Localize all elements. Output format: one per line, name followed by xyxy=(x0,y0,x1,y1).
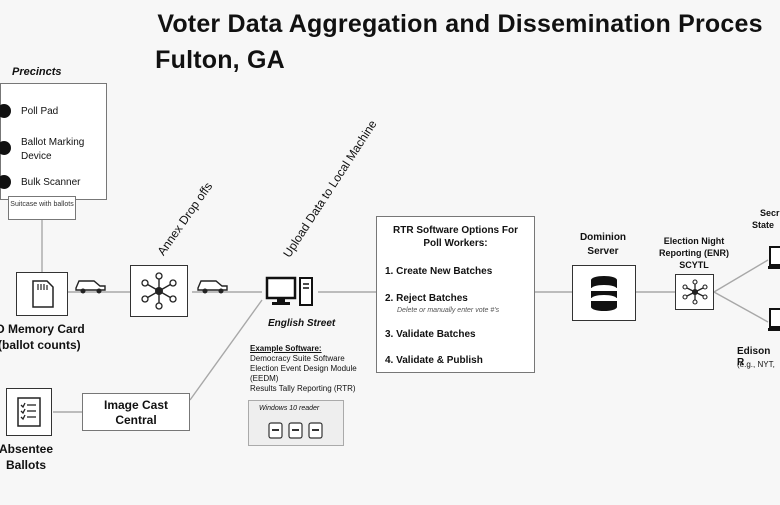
english-street-label: English Street xyxy=(268,318,336,329)
image-cast-line2: Central xyxy=(115,413,157,427)
edison-label-1: Edison R xyxy=(737,346,771,368)
software-heading: Example Software: xyxy=(250,344,322,353)
edison-label-2: (e.g., NYT, xyxy=(737,360,775,369)
car-icon-1 xyxy=(75,280,106,294)
rtr-option-reject: 2. Reject Batches xyxy=(385,293,468,304)
enr-label-3: SCYTL xyxy=(679,260,709,270)
enr-label-2: Reporting (ENR) xyxy=(659,248,729,258)
dominion-label-1: Dominion xyxy=(579,232,627,243)
bulk-scanner-icon xyxy=(0,175,11,189)
rtr-option-create: 1. Create New Batches xyxy=(385,266,493,277)
rtr-heading-2: Poll Workers: xyxy=(423,238,488,249)
rtr-heading-1: RTR Software Options For xyxy=(393,225,518,236)
precinct-item-ballot-marking: Ballot Marking Device xyxy=(21,137,85,162)
precincts-heading: Precincts xyxy=(12,66,62,78)
precinct-item-bulk-scanner: Bulk Scanner xyxy=(21,177,81,188)
ballot-marking-device-icon xyxy=(0,141,11,155)
usb-drive-icons xyxy=(268,422,323,439)
edison-laptop-icon xyxy=(768,308,780,331)
windows-reader-label: Windows 10 reader xyxy=(259,405,320,412)
database-icon xyxy=(591,276,617,311)
dominion-server-box xyxy=(572,265,636,321)
annex-hub-box xyxy=(130,265,188,317)
windows-reader-box: Windows 10 reader xyxy=(248,400,344,446)
secretary-label-2: State xyxy=(752,220,775,230)
memory-card-box xyxy=(16,272,68,316)
enr-hub-box xyxy=(675,274,714,310)
diagram-title-line1: Voter Data Aggregation and Dissemination… xyxy=(157,10,763,38)
rtr-options-box: RTR Software Options For Poll Workers: 1… xyxy=(376,216,535,373)
ballot-document-icon xyxy=(17,397,41,427)
secretary-label-1: Secr xyxy=(760,208,780,218)
network-hub-icon xyxy=(141,272,177,310)
precincts-box: Poll Pad Ballot Marking Device Bulk Scan… xyxy=(0,83,107,200)
suitcase-label: Suitcase with ballots xyxy=(10,201,74,208)
dominion-label-2: Server xyxy=(587,246,619,257)
software-item-3: (EEDM) xyxy=(250,374,279,383)
enr-network-icon xyxy=(681,279,708,305)
absentee-label-2: Ballots xyxy=(6,458,47,472)
enr-label-1: Election Night xyxy=(663,236,725,246)
memory-card-label-2: (ballot counts) xyxy=(0,338,81,352)
poll-pad-icon xyxy=(0,104,11,118)
software-item-1: Democracy Suite Software xyxy=(250,354,345,363)
suitcase-box: Suitcase with ballots xyxy=(8,196,76,220)
absentee-box xyxy=(6,388,52,436)
sd-card-icon xyxy=(32,280,54,308)
software-item-4: Results Tally Reporting (RTR) xyxy=(250,384,356,393)
software-item-2: Election Event Design Module xyxy=(250,364,357,373)
image-cast-box: Image Cast Central xyxy=(82,393,190,431)
diagram-title-line2: Fulton, GA xyxy=(155,46,285,74)
image-cast-line1: Image Cast xyxy=(103,398,169,412)
computer-icon xyxy=(265,276,313,306)
secretary-laptop-icon xyxy=(768,246,780,269)
memory-card-label-1: D Memory Card xyxy=(0,322,85,336)
rtr-option-validate: 3. Validate Batches xyxy=(385,329,476,340)
rtr-option-publish: 4. Validate & Publish xyxy=(385,355,483,366)
car-icon-2 xyxy=(197,280,228,294)
precinct-item-poll-pad: Poll Pad xyxy=(21,106,59,117)
rtr-reject-note: Delete or manually enter vote #'s xyxy=(397,307,500,314)
absentee-label-1: Absentee xyxy=(0,442,54,456)
